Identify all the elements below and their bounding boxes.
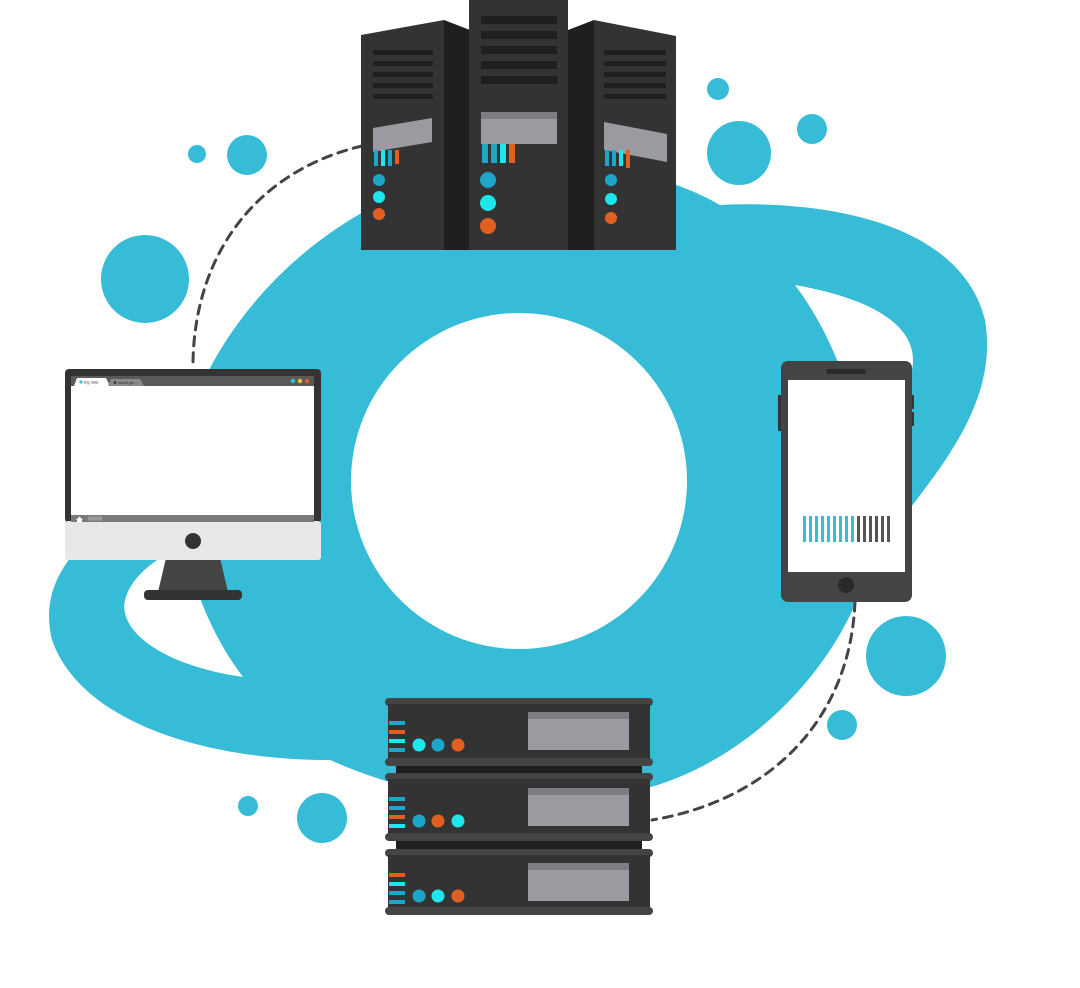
browser-tab-inactive[interactable] bbox=[108, 379, 144, 386]
monitor-power-button[interactable] bbox=[185, 533, 201, 549]
status-led bbox=[605, 193, 617, 205]
status-led bbox=[373, 191, 385, 203]
phone-home-button[interactable] bbox=[838, 577, 854, 593]
status-led bbox=[431, 889, 445, 903]
rack-unit-2 bbox=[385, 773, 653, 841]
status-led bbox=[412, 738, 426, 752]
statusbar-segment bbox=[88, 516, 102, 521]
connector-server-to-desktop bbox=[191, 144, 364, 364]
home-icon[interactable] bbox=[76, 516, 83, 523]
status-led bbox=[480, 218, 496, 234]
status-led bbox=[480, 172, 496, 188]
tower-right-ports bbox=[605, 150, 630, 168]
smartphone bbox=[778, 361, 914, 602]
window-dot-yellow[interactable] bbox=[297, 378, 303, 384]
status-led bbox=[480, 195, 496, 211]
bubble bbox=[238, 796, 258, 816]
tower-left-ports bbox=[374, 150, 399, 166]
decorative-bubbles bbox=[101, 78, 946, 843]
monitor-stand-neck bbox=[158, 558, 228, 592]
rack-unit-rail-bottom bbox=[385, 907, 653, 915]
bubble bbox=[297, 793, 347, 843]
rack-unit-1 bbox=[385, 698, 653, 766]
tower-right-side bbox=[568, 20, 594, 250]
orbit-left-gap bbox=[124, 545, 243, 677]
window-dot-blue[interactable] bbox=[290, 378, 296, 384]
status-led bbox=[431, 814, 445, 828]
bubble bbox=[227, 135, 267, 175]
connector-phone-to-rack bbox=[650, 600, 857, 822]
tab-favicon-icon bbox=[113, 381, 117, 384]
status-led bbox=[412, 814, 426, 828]
status-led bbox=[605, 174, 617, 186]
bubble bbox=[188, 145, 206, 163]
tower-left-panel bbox=[373, 118, 432, 152]
tower-left-vents bbox=[373, 50, 433, 99]
browser-window: big data tablet glo... bbox=[71, 376, 314, 522]
connection-lines bbox=[191, 144, 857, 822]
monitor-stand-base bbox=[144, 590, 242, 600]
status-led bbox=[412, 889, 426, 903]
status-led bbox=[431, 738, 445, 752]
bubble bbox=[101, 235, 189, 323]
bubble bbox=[707, 121, 771, 185]
tower-left-side bbox=[444, 20, 470, 250]
status-led bbox=[451, 814, 465, 828]
desktop-monitor: big data tablet glo... bbox=[65, 369, 321, 600]
status-led bbox=[373, 208, 385, 220]
status-led bbox=[451, 738, 465, 752]
bubble bbox=[827, 710, 857, 740]
phone-loading-bar bbox=[803, 516, 890, 542]
phone-screen bbox=[788, 380, 905, 572]
status-led bbox=[451, 889, 465, 903]
status-led bbox=[605, 212, 617, 224]
status-led bbox=[373, 174, 385, 186]
window-dot-red[interactable] bbox=[304, 378, 310, 384]
rack-unit-rail-bottom bbox=[385, 758, 653, 766]
bubble bbox=[866, 616, 946, 696]
orbit-ring bbox=[49, 164, 988, 805]
browser-viewport bbox=[71, 386, 314, 515]
rack-server-stack bbox=[385, 698, 653, 915]
server-tower-right bbox=[568, 20, 676, 250]
bubble bbox=[797, 114, 827, 144]
server-tower-left bbox=[361, 20, 470, 250]
orbit-center-hole bbox=[351, 313, 687, 649]
tower-center-ports bbox=[482, 144, 515, 163]
rack-unit-3 bbox=[385, 849, 653, 915]
tower-center-panel-top bbox=[481, 112, 557, 119]
server-tower-cluster bbox=[361, 0, 676, 250]
server-tower-center bbox=[469, 0, 568, 250]
tab-label-active: big data bbox=[84, 380, 99, 385]
rack-unit-rail-bottom bbox=[385, 833, 653, 841]
tower-right-vents bbox=[604, 50, 666, 99]
bubble bbox=[707, 78, 729, 100]
tab-label-inactive: tablet glo... bbox=[118, 380, 138, 385]
tab-favicon-icon bbox=[79, 380, 83, 384]
rack-spacer bbox=[396, 839, 642, 852]
browser-statusbar bbox=[71, 515, 314, 522]
phone-speaker bbox=[826, 369, 866, 374]
browser-tabbar bbox=[71, 376, 314, 386]
tower-center-vents bbox=[481, 16, 557, 84]
browser-tab-active[interactable] bbox=[74, 378, 110, 386]
